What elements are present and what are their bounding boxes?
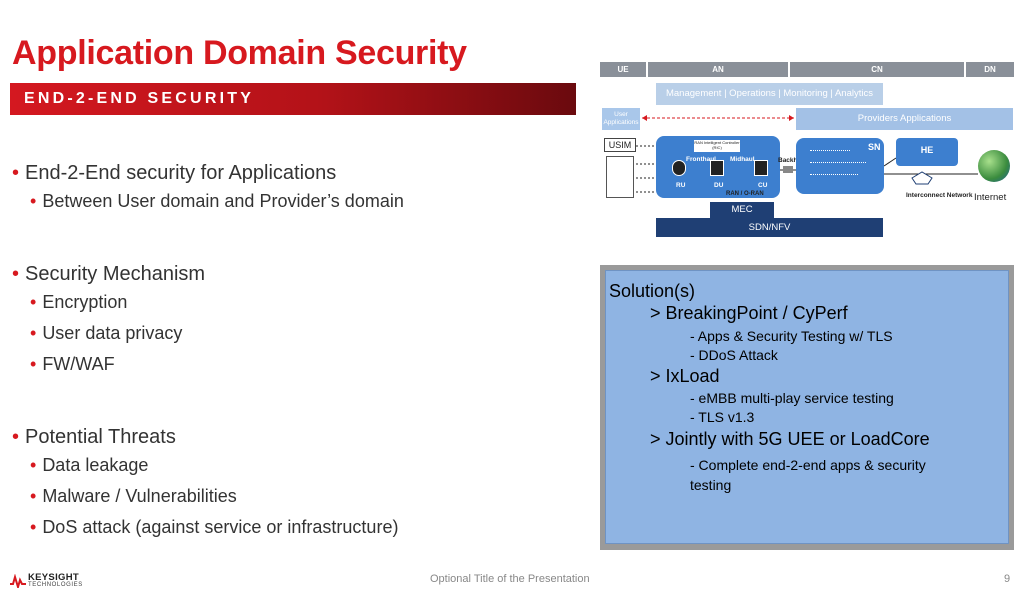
usim-label: USIM [604, 138, 636, 152]
du-chip-icon [710, 160, 724, 176]
logo-subtitle: TECHNOLOGIES [28, 582, 83, 588]
sub-bullet-item: •Between User domain and Provider’s doma… [30, 191, 404, 211]
fronthaul-label: Fronthaul [686, 156, 716, 163]
bullet-group-mechanism: •Security Mechanism •Encryption •User da… [12, 261, 205, 380]
internet-label: Internet [974, 192, 1007, 203]
providers-applications-box: Providers Applications [796, 108, 1013, 130]
interconnect-network-label: Interconnect Network [906, 192, 973, 199]
bullet-group-threats: •Potential Threats •Data leakage •Malwar… [12, 424, 398, 543]
ran-box: RAN Intelligent Controller (RIC) Frontha… [656, 136, 780, 198]
ru-label: RU [676, 182, 686, 189]
diagram-connectors [636, 115, 978, 193]
sub-bullet-item: •Encryption [30, 292, 128, 312]
logo-name: KEYSIGHT [28, 572, 79, 583]
presentation-title: Optional Title of the Presentation [430, 573, 590, 585]
sn-function-row [810, 150, 850, 154]
sub-bullet-item: •FW/WAF [30, 354, 115, 374]
subtitle-bar: END-2-END SECURITY [10, 83, 576, 115]
sn-function-row [810, 162, 866, 166]
solution-detail: testing [690, 477, 732, 493]
sub-bullet-item: •Data leakage [30, 455, 149, 475]
bullet-item: •Security Mechanism [12, 263, 206, 285]
slide-subtitle: END-2-END SECURITY [24, 90, 255, 107]
cu-chip-icon [754, 160, 768, 176]
keysight-wave-icon [10, 574, 26, 588]
ue-devices-icon [606, 156, 634, 198]
sn-label: SN [868, 142, 881, 152]
backhaul-label: Backhaul [778, 157, 807, 164]
ric-label: RAN Intelligent Controller (RIC) [694, 140, 740, 152]
segment-ue: UE [600, 62, 646, 77]
architecture-diagram: UE AN CN DN Management | Operations | Mo… [600, 62, 1014, 242]
ru-antenna-icon [672, 160, 686, 176]
page-number: 9 [1004, 573, 1011, 585]
sn-box: SN [796, 138, 884, 194]
internet-globe-icon [978, 150, 1010, 182]
solutions-panel: Solution(s) > BreakingPoint / CyPerf - A… [600, 265, 1014, 550]
bullet-item: •End-2-End security for Applications [12, 162, 337, 184]
segment-cn: CN [790, 62, 964, 77]
ran-label: RAN / O-RAN [726, 191, 764, 197]
segment-an: AN [648, 62, 788, 77]
solution-item: > IxLoad [650, 366, 720, 386]
solution-detail: - TLS v1.3 [690, 409, 755, 425]
mec-bar: MEC [710, 202, 774, 218]
solution-detail: - DDoS Attack [690, 347, 778, 363]
solution-detail: - Apps & Security Testing w/ TLS [690, 328, 893, 344]
solution-detail: - eMBB multi-play service testing [690, 390, 894, 406]
solutions-panel-inner: Solution(s) > BreakingPoint / CyPerf - A… [605, 270, 1009, 544]
sn-function-row [810, 174, 858, 178]
du-label: DU [714, 182, 724, 189]
cu-label: CU [758, 182, 768, 189]
sub-bullet-item: •DoS attack (against service or infrastr… [30, 517, 399, 537]
user-applications-box: User Applications [602, 108, 640, 130]
midhaul-label: Midhaul [730, 156, 755, 163]
bullet-item: •Potential Threats [12, 426, 176, 448]
slide-title: Application Domain Security [12, 34, 467, 72]
sub-bullet-item: •User data privacy [30, 323, 183, 343]
sub-bullet-item: •Malware / Vulnerabilities [30, 486, 237, 506]
bullet-group-end2end: •End-2-End security for Applications •Be… [12, 160, 404, 217]
solution-item: > Jointly with 5G UEE or LoadCore [650, 429, 930, 449]
he-label: HE [920, 145, 934, 155]
solutions-title: Solution(s) [609, 281, 696, 301]
segment-dn: DN [966, 62, 1014, 77]
solution-detail: - Complete end-2-end apps & security [690, 457, 926, 473]
he-box: HE [896, 138, 958, 166]
management-bar: Management | Operations | Monitoring | A… [656, 83, 883, 105]
sdn-nfv-bar: SDN/NFV [656, 218, 883, 237]
solution-item: > BreakingPoint / CyPerf [650, 303, 848, 323]
